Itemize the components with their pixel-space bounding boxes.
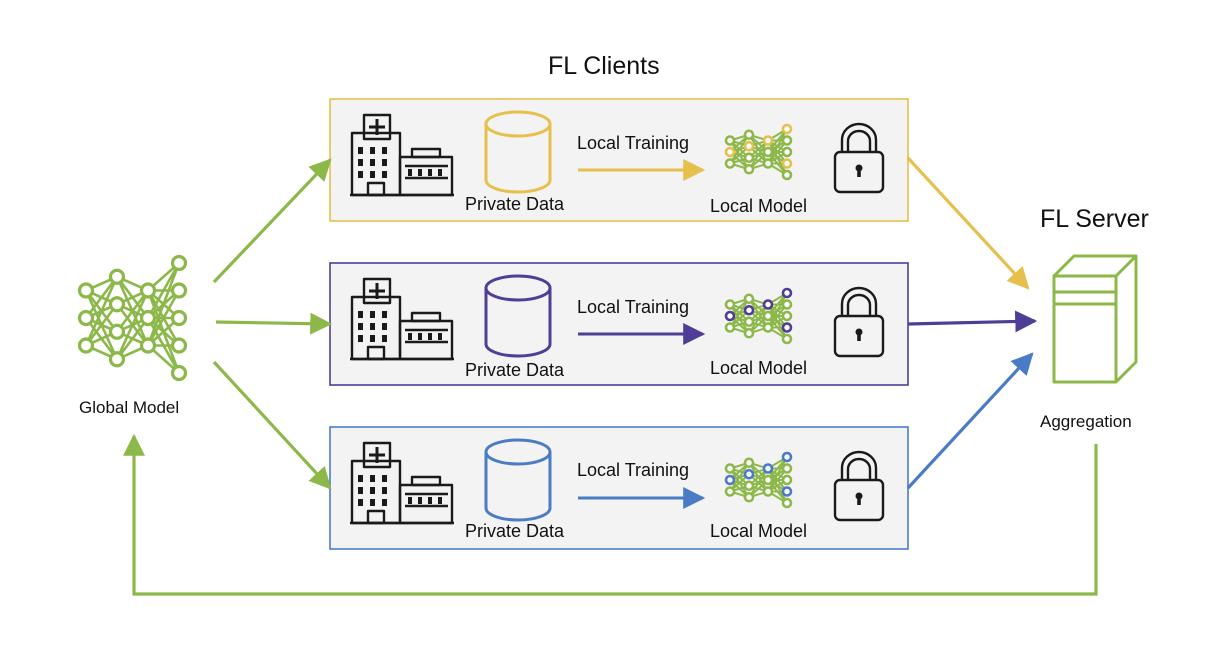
client-3-box bbox=[329, 426, 909, 550]
client-2-local-model-label: Local Model bbox=[710, 358, 808, 378]
lock-icon bbox=[833, 450, 885, 522]
upload-arrow bbox=[906, 352, 1034, 490]
database-icon bbox=[484, 110, 552, 194]
neural-network-icon bbox=[77, 254, 188, 382]
client-3-private-data-label: Private Data bbox=[465, 521, 565, 541]
neural-network-icon bbox=[724, 123, 793, 181]
global-model-label: Global Model bbox=[79, 398, 180, 417]
upload-arrow bbox=[907, 310, 1038, 333]
neural-network-icon bbox=[724, 287, 793, 345]
lock-icon bbox=[833, 286, 885, 358]
client-2-local-training-label: Local Training bbox=[577, 297, 690, 317]
clients-title: FL Clients bbox=[548, 52, 660, 80]
client-3-local-model-label: Local Model bbox=[710, 521, 808, 541]
database-icon bbox=[484, 274, 552, 358]
client-2-private-data-label: Private Data bbox=[465, 360, 565, 380]
hospital-icon bbox=[350, 441, 454, 525]
database-icon bbox=[484, 438, 552, 522]
client-1-local-training-label: Local Training bbox=[577, 133, 690, 153]
upload-arrow bbox=[906, 156, 1030, 290]
server-title: FL Server bbox=[1040, 205, 1149, 233]
hospital-icon bbox=[350, 277, 454, 361]
client-1-local-model-label: Local Model bbox=[710, 196, 808, 216]
client-1-box bbox=[329, 98, 909, 222]
hospital-icon bbox=[350, 113, 454, 197]
server-icon bbox=[1052, 254, 1138, 384]
client-3-local-training-label: Local Training bbox=[577, 460, 690, 480]
distribute-arrow bbox=[215, 312, 333, 335]
distribute-arrow bbox=[212, 360, 332, 490]
lock-icon bbox=[833, 122, 885, 194]
aggregation-feedback-arrow bbox=[123, 433, 1098, 596]
client-1-private-data-label: Private Data bbox=[465, 194, 565, 214]
aggregation-label: Aggregation bbox=[1040, 412, 1132, 431]
distribute-arrow bbox=[212, 158, 332, 284]
client-2-box bbox=[329, 262, 909, 386]
neural-network-icon bbox=[724, 451, 793, 509]
